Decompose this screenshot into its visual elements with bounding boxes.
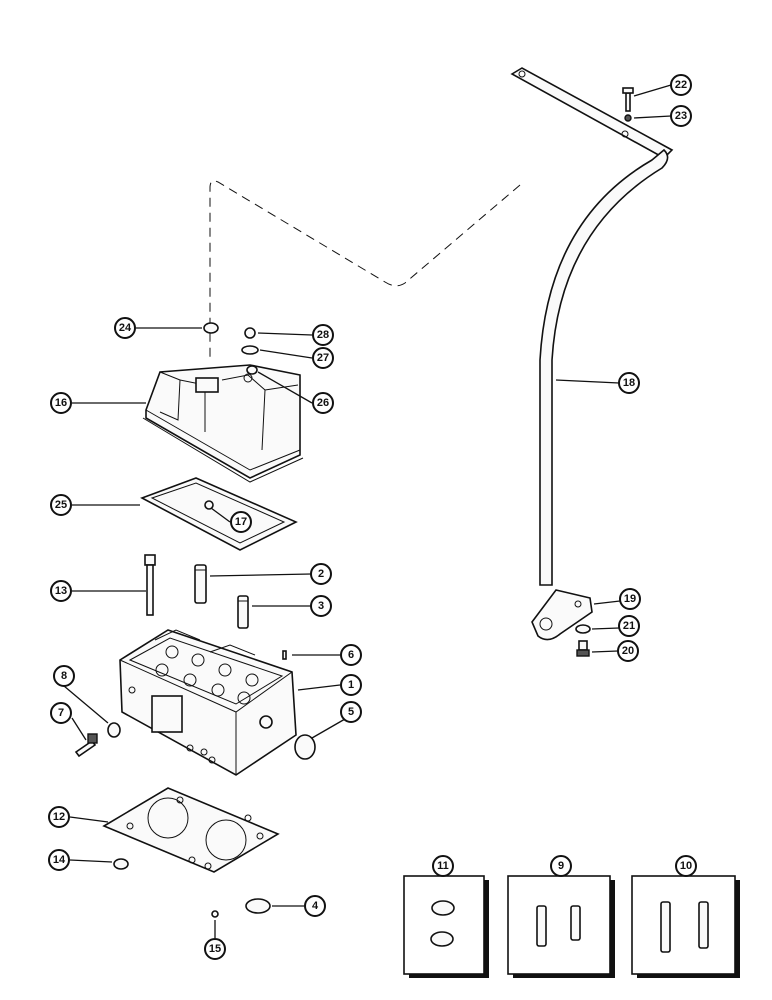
grommet-17 [204,500,214,510]
callout-27: 27 [312,347,334,369]
plug-7 [74,733,98,758]
svg-text:1: 1 [348,679,354,691]
svg-text:8: 8 [61,670,67,682]
bolt-13 [144,554,156,616]
svg-text:27: 27 [317,352,329,364]
svg-text:14: 14 [53,854,66,866]
callout-19: 19 [619,588,641,610]
callout-20: 20 [617,640,639,662]
callout-9: 9 [550,855,572,877]
callout-8: 8 [53,665,75,687]
svg-text:22: 22 [675,79,687,91]
cylinder-head [119,629,297,776]
callout-3: 3 [310,595,332,617]
callout-28: 28 [312,324,334,346]
callout-1: 1 [340,674,362,696]
callout-16: 16 [50,392,72,414]
svg-text:6: 6 [348,649,354,661]
callout-18: 18 [618,372,640,394]
seal-14 [113,858,129,870]
breather-tube [510,67,674,586]
svg-text:20: 20 [622,645,634,657]
callout-25: 25 [50,494,72,516]
callout-6: 6 [340,644,362,666]
washer-21 [575,624,591,634]
ring-4 [245,898,271,914]
callout-12: 12 [48,806,70,828]
nut-23 [624,114,632,122]
washer-8 [107,722,121,738]
cap-5 [294,734,316,760]
washer-27 [241,345,259,355]
kit-box-11 [403,875,489,978]
leader-lines [63,84,672,938]
callout-22: 22 [670,74,692,96]
svg-text:2: 2 [318,568,324,580]
svg-text:11: 11 [437,860,449,872]
screw-20 [576,640,590,657]
svg-text:21: 21 [623,620,635,632]
callout-7: 7 [50,702,72,724]
callout-23: 23 [670,105,692,127]
rocker-cover [142,364,304,483]
head-gasket [102,787,280,873]
svg-text:3: 3 [318,600,324,612]
svg-text:15: 15 [209,943,221,955]
callout-13: 13 [50,580,72,602]
svg-text:13: 13 [55,585,67,597]
svg-text:4: 4 [312,900,319,912]
kit-box-10 [631,875,740,978]
callout-14: 14 [48,849,70,871]
svg-text:19: 19 [624,593,636,605]
ball-15 [211,910,219,918]
svg-text:10: 10 [680,860,692,872]
svg-text:17: 17 [235,516,247,528]
callout-4: 4 [304,895,326,917]
svg-text:24: 24 [119,322,132,334]
svg-text:5: 5 [348,706,354,718]
svg-text:28: 28 [317,329,329,341]
callout-10: 10 [675,855,697,877]
svg-text:18: 18 [623,377,635,389]
callout-2: 2 [310,563,332,585]
tube-bracket [531,589,593,641]
callout-24: 24 [114,317,136,339]
callout-17: 17 [230,511,252,533]
stud-2 [194,564,207,604]
bolt-22 [622,87,634,112]
routing-dashed-line [209,180,521,360]
callout-5: 5 [340,701,362,723]
svg-text:25: 25 [55,499,67,511]
svg-text:7: 7 [58,707,64,719]
pin-6 [282,650,287,660]
washer-24 [203,322,219,334]
svg-text:12: 12 [53,811,65,823]
nut-28 [244,327,256,339]
svg-text:9: 9 [558,860,564,872]
svg-text:23: 23 [675,110,687,122]
callout-26: 26 [312,392,334,414]
callout-15: 15 [204,938,226,960]
svg-text:16: 16 [55,397,67,409]
stud-3 [237,595,249,629]
callout-11: 11 [432,855,454,877]
callout-21: 21 [618,615,640,637]
svg-text:26: 26 [317,397,329,409]
seal-26 [246,365,258,375]
kit-box-9 [507,875,615,978]
